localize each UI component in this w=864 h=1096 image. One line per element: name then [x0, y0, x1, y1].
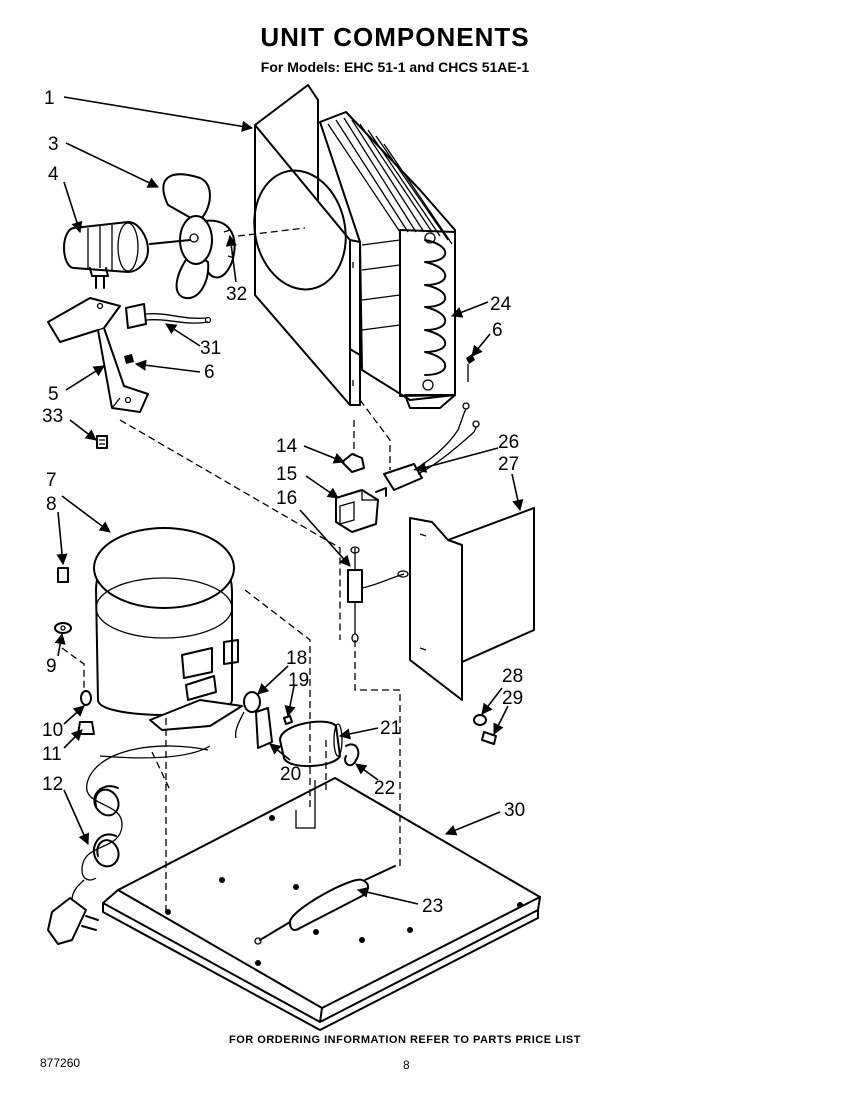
callout-23: 23 — [422, 896, 443, 917]
motor-bracket — [47, 297, 149, 413]
ordering-note: FOR ORDERING INFORMATION REFER TO PARTS … — [229, 1034, 581, 1046]
condenser-housing — [237, 84, 361, 406]
page-number: 8 — [403, 1058, 410, 1072]
capillary-sensor — [347, 546, 409, 643]
fan-motor — [63, 221, 149, 289]
relay — [335, 487, 387, 533]
power-cord — [47, 745, 211, 945]
callout-26: 26 — [498, 432, 519, 453]
callout-1: 1 — [44, 88, 55, 109]
document-number: 877260 — [40, 1056, 81, 1070]
callout-6-left: 6 — [204, 362, 215, 383]
callout-19: 19 — [288, 670, 309, 691]
callout-21: 21 — [380, 718, 401, 739]
callout-6-right: 6 — [492, 320, 503, 341]
screw-and-washer — [473, 714, 497, 745]
callout-9: 9 — [46, 656, 57, 677]
callout-12: 12 — [42, 774, 63, 795]
callout-28: 28 — [502, 666, 523, 687]
terminal-block — [383, 402, 480, 491]
wiring-paths — [61, 399, 401, 914]
leader-lines — [54, 96, 524, 905]
access-cover — [409, 507, 535, 701]
callout-3: 3 — [48, 134, 59, 155]
callout-27: 27 — [498, 454, 519, 475]
callout-7: 7 — [46, 470, 57, 491]
callout-18: 18 — [286, 648, 307, 669]
relay-clip — [341, 453, 365, 473]
callout-31: 31 — [200, 338, 221, 359]
callout-20: 20 — [280, 764, 301, 785]
motor-wire-harness — [125, 303, 212, 329]
callout-10: 10 — [42, 720, 63, 741]
callout-33: 33 — [42, 406, 63, 427]
condenser-coil — [319, 111, 475, 409]
models-subtitle: For Models: EHC 51-1 and CHCS 51AE-1 — [260, 59, 530, 75]
mounting-hardware — [54, 567, 95, 735]
callout-30: 30 — [504, 800, 525, 821]
callout-29: 29 — [502, 688, 523, 709]
callout-32: 32 — [226, 284, 247, 305]
callout-4: 4 — [48, 164, 59, 185]
callout-15: 15 — [276, 464, 297, 485]
start-capacitor-assembly — [234, 691, 360, 768]
page-title: UNIT COMPONENTS — [260, 22, 530, 52]
callout-labels: 1 3 4 32 31 6 5 33 24 6 14 15 16 26 27 7… — [42, 88, 525, 917]
callout-24: 24 — [490, 294, 512, 315]
callout-22: 22 — [374, 778, 395, 799]
callout-8: 8 — [46, 494, 57, 515]
callout-16: 16 — [276, 488, 297, 509]
callout-11: 11 — [42, 744, 62, 765]
callout-5: 5 — [48, 384, 59, 405]
compressor — [93, 527, 243, 731]
screw — [96, 435, 108, 449]
fan-blade — [149, 173, 236, 300]
callout-14: 14 — [276, 436, 298, 457]
